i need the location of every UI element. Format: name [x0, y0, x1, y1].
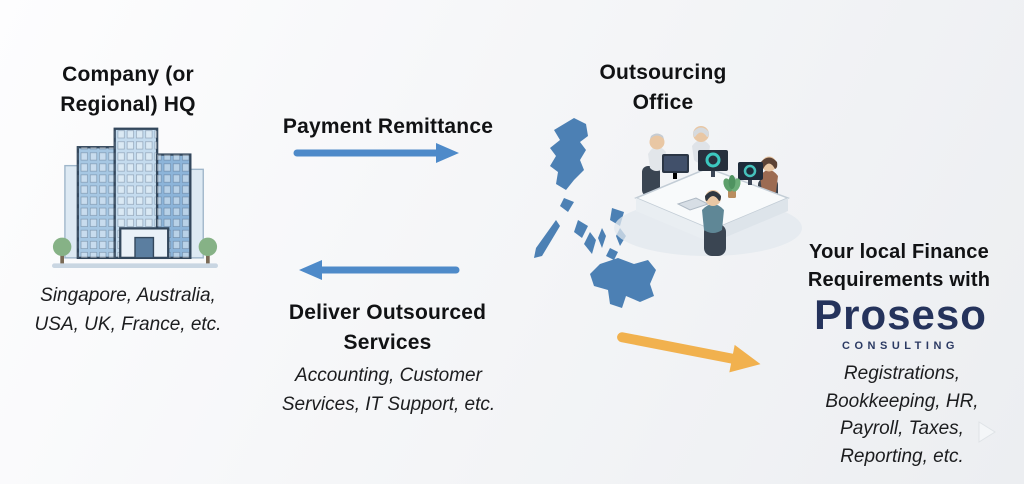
philippines-map	[534, 118, 656, 308]
monitor-1	[662, 154, 689, 179]
deliver-detail: Accounting, Customer Services, IT Suppor…	[281, 365, 496, 415]
decorative-arrow-icon	[978, 421, 996, 443]
monitor-2	[698, 150, 728, 177]
brand-name: Proseso	[814, 291, 987, 338]
deliver-arrow-left-icon	[299, 260, 460, 280]
payment-remittance-label: Payment Remittance	[282, 115, 494, 138]
worker-1	[648, 133, 666, 171]
hq-locations: Singapore, Australia, USA, UK, France, e…	[34, 285, 222, 335]
outsourcing-title: Outsourcing Office	[599, 61, 727, 114]
hq-title: Company (or Regional) HQ	[60, 63, 196, 116]
payment-arrow-right-icon	[293, 143, 459, 163]
desk-plant	[723, 175, 741, 198]
office-illustration	[614, 126, 802, 256]
local-details: Registrations, Bookkeeping, HR, Payroll,…	[825, 363, 979, 467]
deliver-title: Deliver Outsourced Services	[288, 301, 487, 354]
local-arrow-icon	[617, 332, 761, 373]
local-heading: Your local Finance Requirements with	[807, 241, 991, 292]
hq-building-illustration	[52, 127, 218, 269]
brand-logo: Proseso CONSULTING	[793, 291, 1008, 353]
worker-4	[702, 190, 726, 256]
brand-subtitle: CONSULTING	[842, 340, 959, 352]
monitor-3	[738, 162, 763, 185]
